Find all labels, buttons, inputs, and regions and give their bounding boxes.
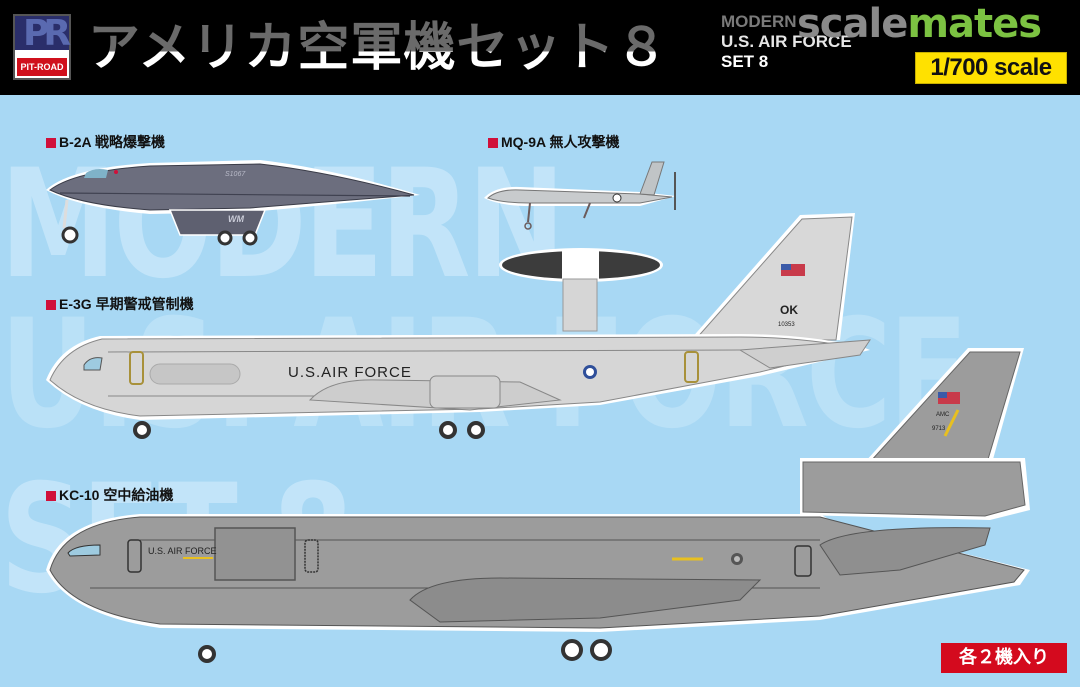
svg-text:10353: 10353 [778, 322, 795, 328]
red-square-icon [46, 491, 56, 501]
aircraft-label-mq9a: MQ-9A 無人攻撃機 [488, 134, 619, 150]
kc10-illustration: AMC 9713 U.S. AIR FORCE [46, 348, 1030, 663]
scale-badge: 1/700 scale [915, 52, 1067, 84]
mq9a-illustration [484, 161, 676, 230]
quantity-badge: 各２機入り [941, 643, 1067, 673]
logo-brand-text: PIT-ROAD [17, 58, 67, 76]
svg-text:S1067: S1067 [225, 171, 246, 178]
aircraft-label-kc10: KC-10 空中給油機 [46, 487, 173, 503]
svg-text:9713: 9713 [932, 426, 946, 432]
red-square-icon [488, 138, 498, 148]
scalemates-watermark: scalemates [797, 1, 1042, 47]
aircraft-label-e3g: E-3G 早期警戒管制機 [46, 296, 194, 312]
pit-road-logo: PR PIT-ROAD [13, 14, 71, 80]
svg-text:AMC: AMC [936, 412, 950, 418]
logo-glyph: PR [23, 13, 71, 54]
svg-text:OK: OK [780, 303, 798, 317]
svg-text:U.S.AIR FORCE: U.S.AIR FORCE [288, 364, 412, 381]
svg-text:U.S. AIR FORCE: U.S. AIR FORCE [148, 546, 217, 556]
svg-text:WM: WM [228, 214, 244, 224]
red-square-icon [46, 300, 56, 310]
product-title-en: MODERN U.S. AIR FORCE SET 8 [721, 12, 852, 71]
aircraft-label-b2a: B-2A 戦略爆撃機 [46, 134, 165, 150]
header-banner: PR PIT-ROAD アメリカ空軍機セット８ MODERN U.S. AIR … [0, 0, 1080, 95]
product-title-jp: アメリカ空軍機セット８ [88, 17, 669, 78]
b2a-illustration: S1067 WM [46, 160, 420, 246]
e3g-illustration: OK 10353 U.S.AIR FORCE [46, 213, 871, 439]
red-square-icon [46, 138, 56, 148]
